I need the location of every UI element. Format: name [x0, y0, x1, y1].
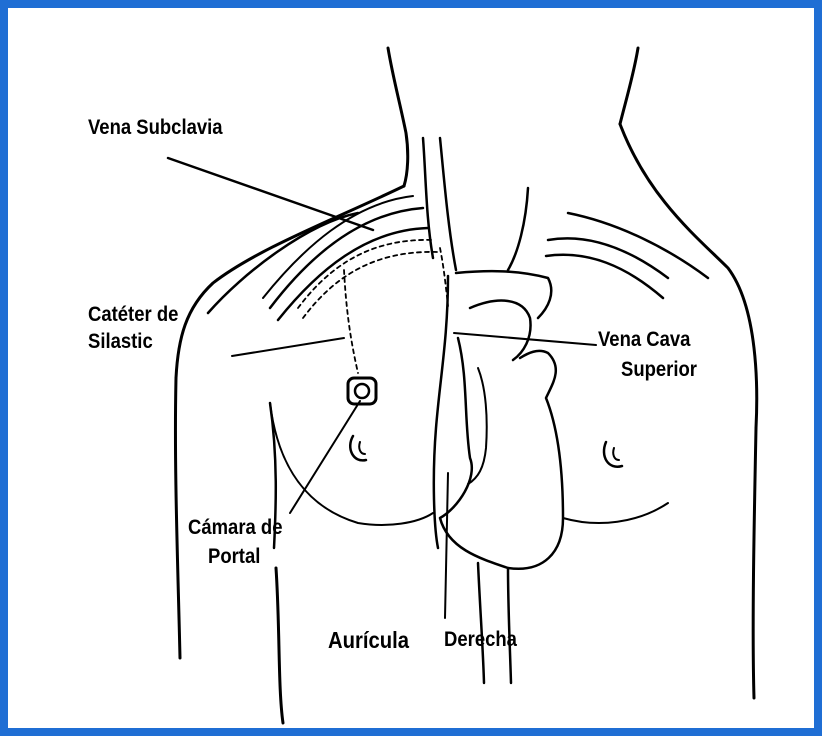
catheter-dashed-1: [298, 240, 433, 308]
catheter-dashed-2: [303, 252, 438, 318]
label-cateter-line1: Catéter de: [88, 303, 178, 327]
label-vena-cava-line2: Superior: [621, 358, 697, 382]
nipple-left-outer: [350, 436, 366, 460]
label-cateter-line2: Silastic: [88, 330, 153, 354]
aortic-arch-top: [456, 271, 551, 318]
subclavian-right-inner: [546, 255, 663, 298]
neck-outline-right: [620, 48, 638, 124]
descending-aorta-left: [478, 563, 484, 683]
subclavian-right-outer: [548, 238, 668, 278]
aortic-arch-inner: [470, 301, 531, 360]
breast-right-contour: [563, 503, 668, 523]
label-camara-line2: Portal: [208, 545, 260, 569]
torso-left-lower: [276, 568, 283, 723]
leader-cateter: [232, 338, 344, 356]
heart-outline: [440, 338, 563, 569]
label-camara-line1: Cámara de: [188, 516, 283, 540]
jugular-left-2: [440, 138, 456, 270]
catheter-to-port: [344, 270, 358, 373]
port-chamber-inner: [355, 384, 369, 398]
label-auricula: Aurícula: [328, 628, 409, 652]
leader-vena-subclavia: [168, 158, 373, 230]
port-chamber-outer: [348, 378, 376, 404]
subclavian-vein-outer: [270, 208, 423, 308]
vena-cava-left: [434, 276, 448, 548]
shoulder-right: [620, 124, 757, 428]
descending-aorta-right: [508, 568, 511, 683]
torso-right-side: [753, 428, 756, 698]
leader-auricula: [445, 473, 448, 618]
nipple-left-inner: [359, 442, 365, 454]
label-vena-cava-line1: Vena Cava: [598, 328, 690, 352]
label-vena-subclavia: Vena Subclavia: [88, 116, 223, 140]
nipple-right-inner: [613, 448, 619, 460]
clavicle-right: [568, 213, 708, 278]
jugular-right: [508, 188, 528, 270]
leader-vena-cava: [454, 333, 596, 345]
neck-outline-left: [388, 48, 408, 186]
label-derecha: Derecha: [444, 628, 517, 652]
torso-left-side: [175, 378, 180, 658]
leader-camara: [290, 401, 360, 513]
